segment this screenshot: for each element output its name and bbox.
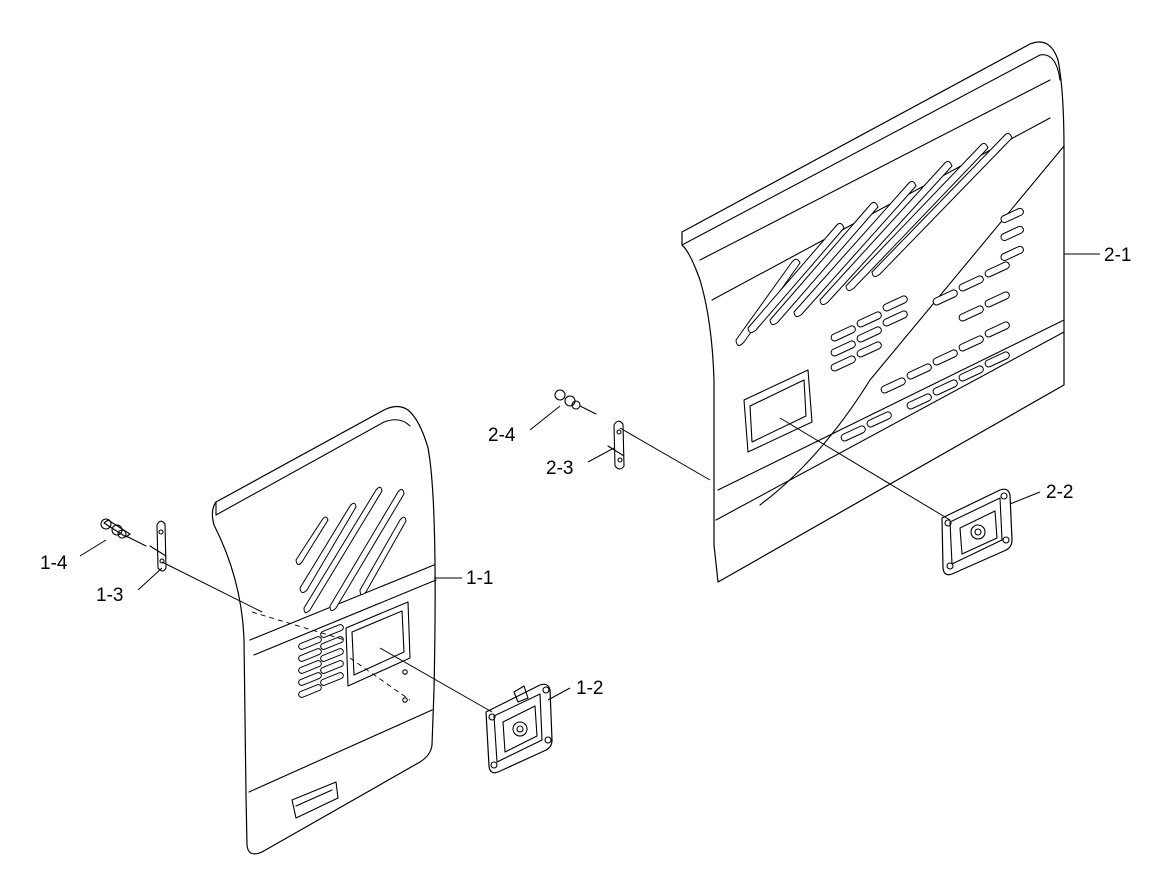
callout-1-2: 1-2 [576,678,603,699]
louver-slots-2 [735,132,1013,346]
bottom-slot-1 [291,781,339,819]
callout-1-3: 1-3 [96,585,123,606]
bolt-2-4 [554,389,597,415]
callout-2-3: 2-3 [546,458,573,479]
bracket-1-3 [149,520,167,572]
vent-slots-2 [830,207,1024,442]
handle-recess-2 [743,369,813,453]
bracket-2-3 [607,420,625,470]
vent-slots-1 [298,624,344,698]
lock-2-2 [941,488,1013,576]
callout-1-1: 1-1 [466,568,493,589]
callout-2-4: 2-4 [488,425,516,446]
side-cover-1-1 [211,405,437,855]
louver-slots-1 [295,486,407,614]
lock-1-2 [485,683,553,774]
handle-recess-1 [345,601,411,687]
callout-2-2: 2-2 [1046,482,1073,503]
bolt-1-4 [100,518,147,547]
callout-2-1: 2-1 [1104,245,1131,266]
side-cover-2-1 [681,41,1065,583]
leader-lines [79,253,1100,713]
callout-1-4: 1-4 [40,553,68,574]
